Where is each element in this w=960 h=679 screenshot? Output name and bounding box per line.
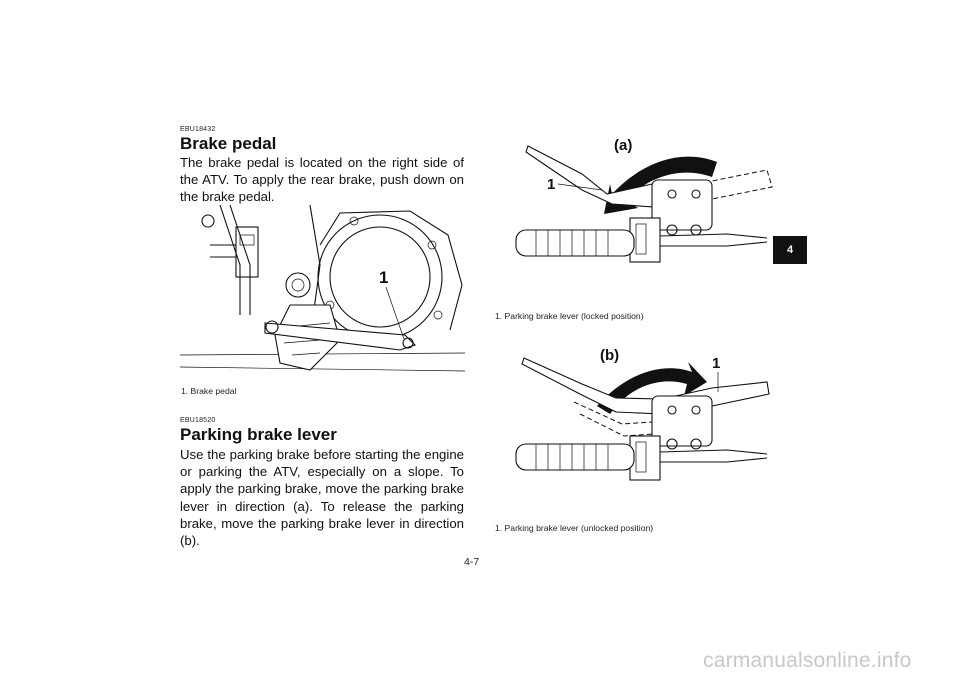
page-number: 4-7	[464, 556, 480, 568]
brake-pedal-body: The brake pedal is located on the right …	[180, 155, 464, 205]
unlocked-caption: 1. Parking brake lever (unlocked positio…	[495, 523, 654, 533]
brake-pedal-callout: 1	[379, 268, 388, 287]
locked-direction-label: (a)	[614, 137, 632, 154]
unlocked-direction-label: (b)	[600, 347, 619, 364]
parking-brake-heading: Parking brake lever	[180, 425, 337, 444]
parking-brake-locked-illustration: 1 (a)	[515, 137, 773, 263]
watermark-text: carmanualsonline.info	[703, 649, 912, 672]
parking-brake-unlocked-illustration: 1 (b)	[515, 347, 770, 481]
unlocked-callout: 1	[712, 355, 720, 372]
brake-pedal-illustration: 1	[179, 204, 466, 372]
locked-callout: 1	[547, 176, 555, 193]
parking-brake-code: EBU18520	[180, 417, 216, 424]
brake-pedal-heading: Brake pedal	[180, 134, 277, 153]
brake-pedal-caption: 1. Brake pedal	[181, 386, 237, 396]
brake-pedal-code: EBU18432	[180, 126, 216, 133]
locked-caption: 1. Parking brake lever (locked position)	[495, 311, 644, 321]
section-tab: 4	[773, 236, 807, 264]
parking-brake-body: Use the parking brake before starting th…	[180, 447, 464, 549]
